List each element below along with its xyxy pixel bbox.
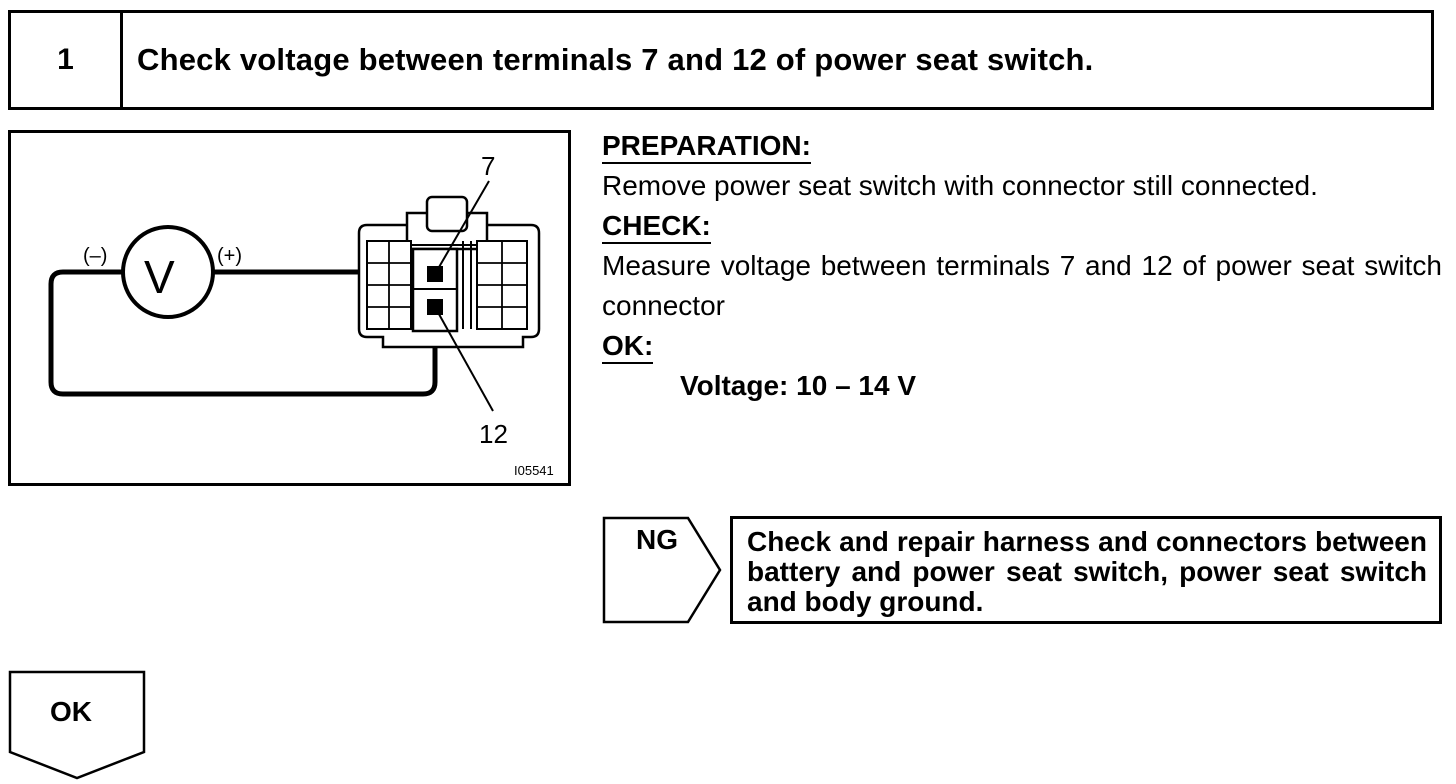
ng-label: NG xyxy=(636,524,678,555)
ok-value: Voltage: 10 – 14 V xyxy=(680,370,917,401)
step-title: Check voltage between terminals 7 and 12… xyxy=(137,42,1094,77)
terminal-7-label: 7 xyxy=(481,151,496,181)
instructions: PREPARATION: Remove power seat switch wi… xyxy=(602,126,1442,406)
voltmeter-icon xyxy=(121,225,215,319)
ng-action-box: Check and repair harness and connectors … xyxy=(730,516,1442,624)
preparation-heading: PREPARATION: xyxy=(602,130,811,164)
preparation-text: Remove power seat switch with connector … xyxy=(602,170,1318,201)
connector-icon xyxy=(357,195,541,349)
step-header: 1 Check voltage between terminals 7 and … xyxy=(8,10,1434,110)
ground-wire xyxy=(48,269,438,397)
voltmeter-symbol: V xyxy=(144,251,175,303)
check-text: Measure voltage between terminals 7 and … xyxy=(602,250,1442,321)
terminal-12-leader xyxy=(434,306,494,412)
ng-arrow-icon xyxy=(602,516,722,624)
wiring-diagram-svg xyxy=(48,180,541,412)
positive-label: (+) xyxy=(217,245,242,267)
ok-label: OK xyxy=(50,696,92,727)
negative-label: (–) xyxy=(83,245,108,267)
check-heading: CHECK: xyxy=(602,210,711,244)
ok-arrow-icon xyxy=(8,670,146,780)
terminal-12-label: 12 xyxy=(479,419,508,449)
step-number: 1 xyxy=(11,13,123,107)
terminal-7-leader xyxy=(434,180,490,275)
ok-heading: OK: xyxy=(602,330,654,364)
wiring-diagram: V (–) (+) 7 12 I05541 xyxy=(8,130,571,486)
figure-id: I05541 xyxy=(514,463,554,478)
